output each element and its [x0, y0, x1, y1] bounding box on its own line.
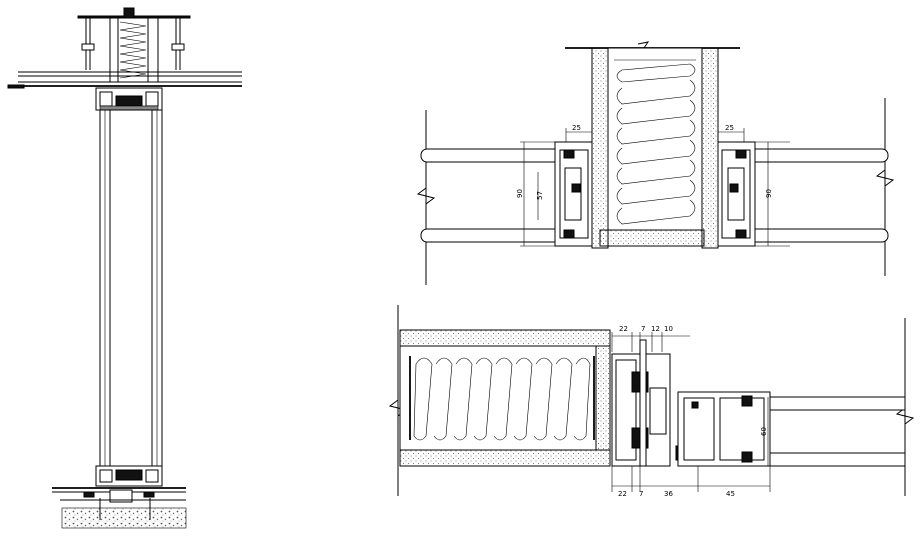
ceiling-hangers: [81, 18, 185, 70]
dim-top-12: 12: [651, 325, 660, 333]
right-frame-profile: [677, 391, 771, 467]
mullion-section: 22 7 12 10 22 7 36 45 60: [388, 305, 915, 498]
right-jamb-profile: [717, 141, 790, 247]
dim-bottom-22: 22: [618, 490, 627, 498]
top-frame-profile: [95, 87, 163, 111]
dim-top-7: 7: [641, 325, 645, 333]
dim-bottom-7: 7: [639, 490, 643, 498]
glass-panes: [99, 109, 163, 467]
ceiling-slab: [7, 71, 242, 89]
ceiling-wall-block: [77, 7, 191, 83]
left-jamb-profile: [520, 141, 593, 247]
floor-slab: [52, 487, 187, 529]
dim-right-90: 90: [765, 189, 773, 198]
dim-bottom-36: 36: [664, 490, 673, 498]
dim-top-left-25: 25: [572, 124, 581, 132]
dim-top-22: 22: [619, 325, 628, 333]
mullion-profile: [611, 339, 695, 467]
vertical-section: [7, 7, 242, 529]
dim-left-90: 90: [516, 189, 524, 198]
bottom-frame-profile: [95, 465, 163, 487]
insulation-loops: [616, 63, 696, 225]
dim-top-right-25: 25: [725, 124, 734, 132]
insulation-loops-horizontal: [413, 357, 591, 441]
dim-right-60: 60: [760, 427, 768, 436]
dim-top-10: 10: [664, 325, 673, 333]
jamb-section: 25 25 90 57 90: [416, 41, 895, 285]
insulation-zigzag: [119, 21, 147, 79]
dim-bottom-45: 45: [726, 490, 735, 498]
dim-left-57: 57: [536, 191, 544, 200]
